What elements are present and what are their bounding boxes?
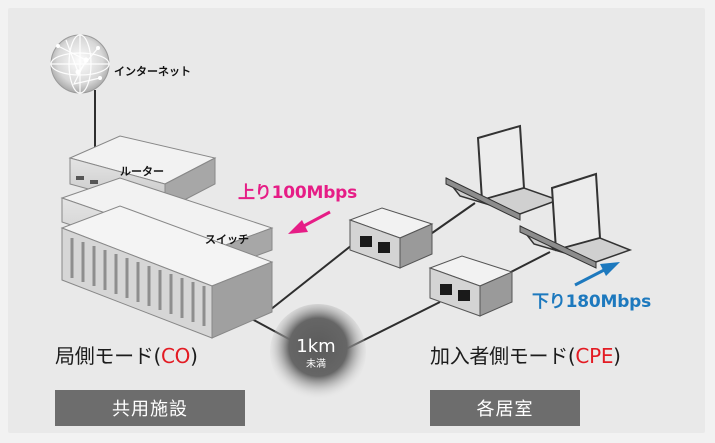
downstream-speed-label: 下り180Mbps	[532, 292, 652, 312]
co-mode-label: 局側モード(CO)	[55, 346, 198, 366]
upstream-speed-label: 上り100Mbps	[238, 183, 358, 203]
cpe-mode-prefix: 加入者側モード(	[430, 344, 576, 368]
arrow-left-down-icon	[288, 210, 331, 234]
router-label: ルーター	[120, 165, 164, 178]
cpe-mode-accent: CPE	[575, 344, 614, 368]
co-mode-accent: CO	[161, 344, 191, 368]
switch-label: スイッチ	[205, 233, 249, 246]
laptop-icon-1	[445, 124, 561, 221]
cable-cpe-modem-laptop2	[504, 251, 551, 276]
cpe-mode-label: 加入者側モード(CPE)	[430, 346, 621, 366]
distance-disc	[270, 304, 366, 400]
cpe-place-box: 各居室	[430, 390, 580, 426]
cable-modem-laptop1	[424, 202, 476, 239]
arrow-right-up-icon	[574, 262, 620, 287]
cpe-mode-suffix: )	[613, 344, 621, 368]
globe-icon	[50, 34, 110, 94]
co-place-box: 共用施設	[55, 390, 245, 426]
co-mode-suffix: )	[190, 344, 198, 368]
distance-value: 1km	[296, 336, 336, 357]
internet-label: インターネット	[114, 65, 191, 78]
chassis-device	[60, 205, 274, 339]
cable-switch-co-modem	[269, 244, 353, 311]
cables	[94, 90, 551, 353]
modem-icon-co	[348, 207, 434, 269]
distance-qualifier: 未満	[306, 359, 326, 370]
laptop-icon-2	[519, 172, 633, 269]
modem-icon-cpe	[428, 255, 514, 317]
co-mode-prefix: 局側モード(	[55, 344, 162, 368]
